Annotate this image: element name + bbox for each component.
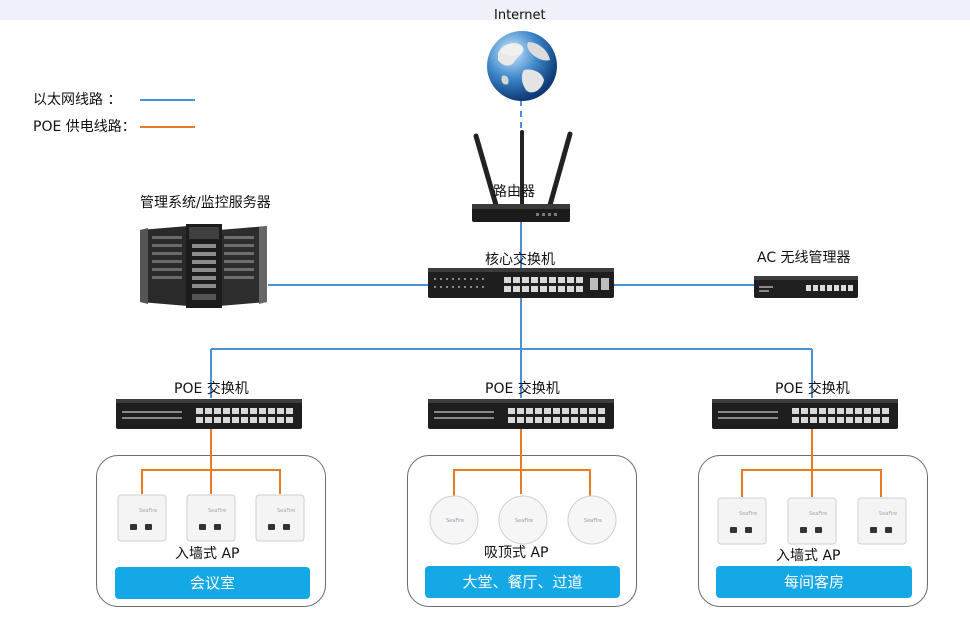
svg-text:SeaFire: SeaFire: [208, 508, 226, 514]
legend-poe-label: POE 供电线路：: [33, 119, 136, 135]
svg-text:SeaFire: SeaFire: [515, 518, 533, 524]
group-1-ap-type: 入墙式 AP: [175, 546, 240, 562]
poe-switch-left-icon: [116, 399, 302, 429]
svg-text:SeaFire: SeaFire: [139, 508, 157, 514]
poe-switch-left-label: POE 交换机: [174, 381, 249, 397]
legend-ethernet-label: 以太网线路 ：: [33, 92, 122, 108]
wall-ap-icon: SeaFire: [186, 494, 236, 542]
wall-ap-icon: SeaFire: [717, 497, 767, 545]
poe-switch-center-label: POE 交换机: [485, 381, 560, 397]
wall-ap-icon: SeaFire: [787, 497, 837, 545]
group-2-location: 大堂、餐厅、过道: [425, 566, 620, 598]
poe-switch-center-icon: [428, 399, 614, 429]
ceiling-ap-icon: SeaFire: [429, 495, 479, 545]
ceiling-ap-icon: SeaFire: [567, 495, 617, 545]
server-icon: [140, 224, 267, 308]
group-3-location: 每间客房: [716, 566, 912, 598]
svg-text:SeaFire: SeaFire: [809, 511, 827, 517]
legend-poe-line: [140, 126, 195, 128]
internet-label: Internet: [494, 8, 546, 23]
globe-icon: [487, 31, 557, 101]
ac-controller-label: AC 无线管理器: [757, 250, 851, 266]
svg-text:SeaFire: SeaFire: [879, 511, 897, 517]
poe-switch-right-icon: [712, 399, 898, 429]
router-icon: [472, 130, 573, 222]
svg-text:SeaFire: SeaFire: [584, 518, 602, 524]
group-3-ap-type: 入墙式 AP: [776, 548, 841, 564]
server-label: 管理系统/监控服务器: [140, 195, 271, 211]
group-2-ap-type: 吸顶式 AP: [484, 545, 549, 561]
core-switch-label: 核心交换机: [485, 252, 555, 268]
legend-ethernet-line: [140, 99, 195, 101]
ceiling-ap-icon: SeaFire: [498, 495, 548, 545]
svg-text:SeaFire: SeaFire: [446, 518, 464, 524]
top-bar: [0, 0, 970, 20]
wall-ap-icon: SeaFire: [255, 494, 305, 542]
ac-controller-icon: [754, 276, 858, 298]
wall-ap-icon: SeaFire: [117, 494, 167, 542]
router-label: 路由器: [493, 184, 535, 200]
svg-text:SeaFire: SeaFire: [277, 508, 295, 514]
svg-text:SeaFire: SeaFire: [739, 511, 757, 517]
poe-switch-right-label: POE 交换机: [775, 381, 850, 397]
core-switch-icon: [428, 268, 614, 298]
wall-ap-icon: SeaFire: [857, 497, 907, 545]
group-1-location: 会议室: [115, 567, 310, 599]
